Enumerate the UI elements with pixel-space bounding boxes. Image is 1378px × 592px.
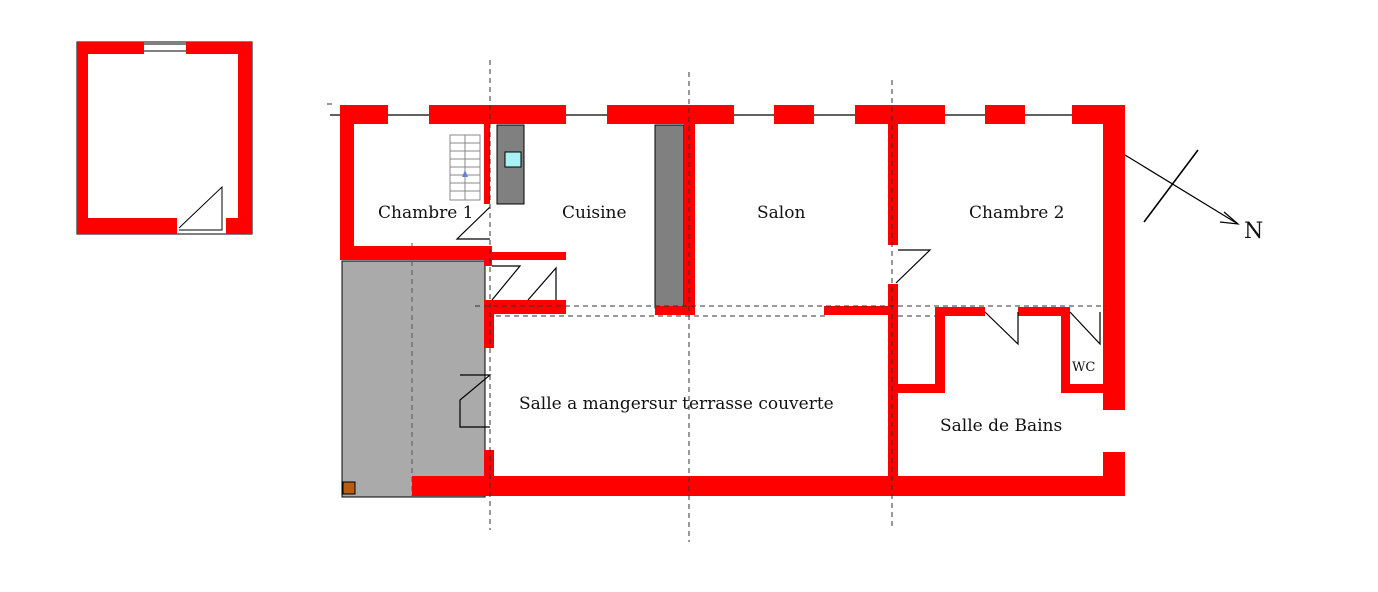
annex-wall-bottom-right (226, 218, 252, 234)
door-wardrobe-left (491, 265, 522, 301)
annex-wall-left (77, 42, 88, 234)
doors (455, 206, 1101, 428)
door-wc (1069, 311, 1101, 346)
house-walls (340, 105, 1125, 496)
sink-icon (504, 151, 522, 168)
room-label-salon: Salon (757, 203, 805, 223)
door-dining (459, 374, 492, 428)
door-bathroom (984, 311, 1019, 346)
door-chambre2 (895, 249, 932, 284)
annex-building (76, 41, 253, 235)
door-chambre1 (455, 206, 491, 240)
annex-wall-right (238, 42, 252, 234)
dimension-lines (327, 60, 1106, 542)
room-label-salle-a-manger: Salle a mangersur terrasse couverte (519, 394, 834, 414)
staircase-icon (449, 134, 481, 201)
annex-wall-top-left (77, 42, 144, 54)
room-label-cuisine: Cuisine (562, 203, 627, 223)
room-label-salle-de-bains: Salle de Bains (940, 416, 1062, 436)
room-label-chambre2: Chambre 2 (969, 203, 1065, 223)
annex-wall-bottom-left (77, 218, 177, 234)
stove-icon (342, 481, 356, 495)
north-arrow-icon (1124, 149, 1240, 225)
room-label-chambre1: Chambre 1 (378, 203, 474, 223)
covered-terrace (341, 260, 486, 498)
room-label-wc: WC (1072, 360, 1095, 375)
annex-door (178, 185, 223, 231)
north-label: N (1244, 219, 1263, 244)
door-wardrobe-right (527, 266, 557, 301)
annex-wall-top-right (186, 42, 252, 54)
kitchen-counter-island (654, 124, 685, 309)
